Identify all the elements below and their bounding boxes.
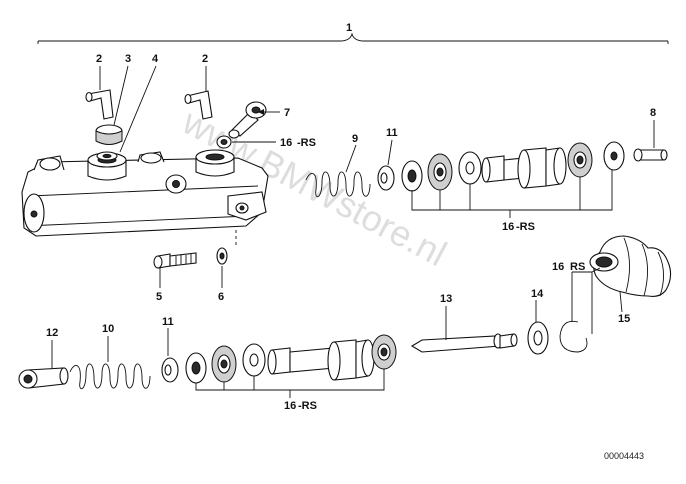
spring-seat-upper[interactable] [377, 165, 395, 191]
callout-8[interactable]: 8 [650, 107, 656, 119]
piston-seal-upper-a[interactable] [427, 153, 453, 191]
piston-seal-lower-a[interactable] [211, 345, 237, 383]
piston-seal-lower-b[interactable] [371, 334, 397, 370]
spring-seat-lower[interactable] [161, 357, 179, 383]
bolt-washer[interactable] [216, 247, 228, 265]
spring-cup-lower[interactable] [18, 367, 69, 389]
callout-1[interactable]: 1 [346, 22, 352, 34]
callout-10[interactable]: 10 [102, 323, 114, 335]
callout-11-lower[interactable]: 11 [162, 316, 174, 328]
assembly-bracket [37, 32, 669, 44]
callout-16-upper-number[interactable]: 16 [502, 221, 514, 233]
callout-16-lower-code[interactable]: -RS [298, 400, 317, 412]
callout-7[interactable]: 7 [284, 107, 290, 119]
primary-cup-seal-lower[interactable] [185, 352, 207, 384]
spring-upper[interactable] [305, 171, 371, 198]
stop-screw[interactable] [633, 148, 668, 162]
circlip[interactable] [559, 320, 588, 353]
washer-lower[interactable] [242, 343, 266, 377]
callout-16-ring-code[interactable]: RS [570, 261, 585, 273]
banjo-fitting[interactable] [228, 101, 267, 139]
callout-2-right[interactable]: 2 [202, 53, 208, 65]
callout-5[interactable]: 5 [156, 291, 162, 303]
mounting-bolt[interactable] [153, 252, 197, 269]
dust-boot[interactable] [589, 235, 672, 297]
catalog-number: 00004443 [604, 451, 644, 461]
primary-piston-lower[interactable] [267, 339, 375, 381]
callout-16-seal-code[interactable]: -RS [297, 137, 316, 149]
reservoir-nipple-right[interactable] [184, 90, 213, 120]
callout-14[interactable]: 14 [531, 288, 544, 300]
spring-lower[interactable] [69, 363, 151, 390]
callout-16-lower-number[interactable]: 16 [284, 400, 296, 412]
callout-16-seal-number[interactable]: 16 [280, 137, 292, 149]
callout-16-upper-code[interactable]: -RS [516, 221, 535, 233]
piston-seal-upper-b[interactable] [567, 142, 593, 178]
callout-4[interactable]: 4 [152, 53, 159, 65]
primary-cup-seal-upper[interactable] [401, 160, 423, 192]
callout-12[interactable]: 12 [46, 327, 58, 339]
reservoir-nipple-left[interactable] [85, 89, 114, 120]
retaining-washer[interactable] [527, 321, 549, 355]
callout-15[interactable]: 15 [618, 313, 630, 325]
callout-2-left[interactable]: 2 [96, 53, 102, 65]
sealing-washer[interactable] [96, 151, 118, 161]
end-seal-upper[interactable] [603, 141, 625, 171]
callout-13[interactable]: 13 [440, 293, 452, 305]
push-rod[interactable] [410, 333, 518, 353]
master-cylinder-housing[interactable] [21, 149, 269, 237]
callout-3[interactable]: 3 [125, 53, 131, 65]
port-seal[interactable] [216, 135, 232, 149]
callout-16-ring-number[interactable]: 16 [552, 261, 564, 273]
repair-kit-bracket-lower[interactable] [195, 369, 385, 398]
repair-kit-bracket-upper[interactable] [411, 170, 613, 218]
callout-6[interactable]: 6 [218, 291, 224, 303]
repair-kit-bracket-ring[interactable] [571, 267, 601, 334]
primary-piston-upper[interactable] [481, 147, 567, 189]
reservoir-seal-cap[interactable] [95, 124, 123, 145]
callout-11-upper[interactable]: 11 [386, 127, 398, 139]
callout-9[interactable]: 9 [352, 133, 358, 145]
washer-upper[interactable] [458, 151, 482, 185]
